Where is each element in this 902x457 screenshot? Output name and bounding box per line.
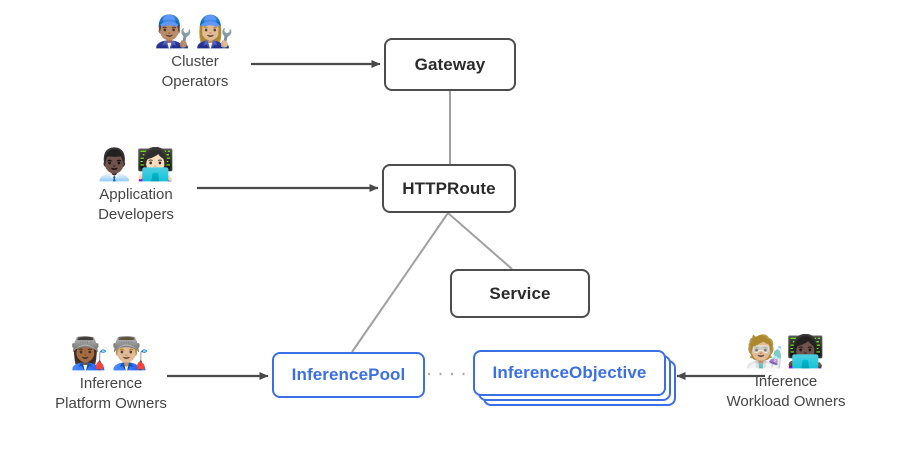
actor-inference-workload-owners-label: Inference Workload Owners xyxy=(726,373,846,410)
actor-application-developers: 👨🏿‍💼👩🏻‍💻 Application Developers xyxy=(36,149,236,225)
node-gateway[interactable]: Gateway xyxy=(384,38,516,91)
actor-cluster-operators: 👨🏽‍🔧👩🏼‍🔧 Cluster Operators xyxy=(95,16,295,92)
relationship-lines xyxy=(351,91,513,376)
node-service-label: Service xyxy=(489,283,551,303)
node-inferenceobjective[interactable]: InferenceObjective xyxy=(473,350,666,396)
actor-inference-platform-owners: 👩🏾‍🏭👨🏼‍🏭 Inference Platform Owners xyxy=(11,338,211,414)
actor-arrows xyxy=(167,60,765,380)
node-inferencepool[interactable]: InferencePool xyxy=(272,352,425,398)
office-worker-technologist-pair-emoji: 👨🏿‍💼👩🏻‍💻 xyxy=(95,147,177,182)
node-service[interactable]: Service xyxy=(450,269,590,318)
mechanic-pair-emoji: 👨🏽‍🔧👩🏼‍🔧 xyxy=(154,14,236,49)
node-httproute[interactable]: HTTPRoute xyxy=(382,164,516,213)
actor-inference-platform-owners-label: Inference Platform Owners xyxy=(55,375,167,412)
construction-worker-pair-emoji: 👩🏾‍🏭👨🏼‍🏭 xyxy=(70,336,152,371)
actor-cluster-operators-label: Cluster Operators xyxy=(161,53,229,90)
node-inferencepool-label: InferencePool xyxy=(291,365,406,385)
actor-inference-workload-owners: 🧑🏼‍🔬👩🏿‍💻 Inference Workload Owners xyxy=(686,336,886,412)
connector-httproute-to-inferencepool xyxy=(351,212,449,353)
connector-httproute-to-service xyxy=(447,212,513,270)
scientist-technologist-pair-emoji: 🧑🏼‍🔬👩🏿‍💻 xyxy=(745,334,827,369)
node-gateway-label: Gateway xyxy=(414,54,486,74)
actor-application-developers-label: Application Developers xyxy=(98,186,174,223)
node-inferenceobjective-label: InferenceObjective xyxy=(492,363,647,383)
node-httproute-label: HTTPRoute xyxy=(402,178,496,198)
